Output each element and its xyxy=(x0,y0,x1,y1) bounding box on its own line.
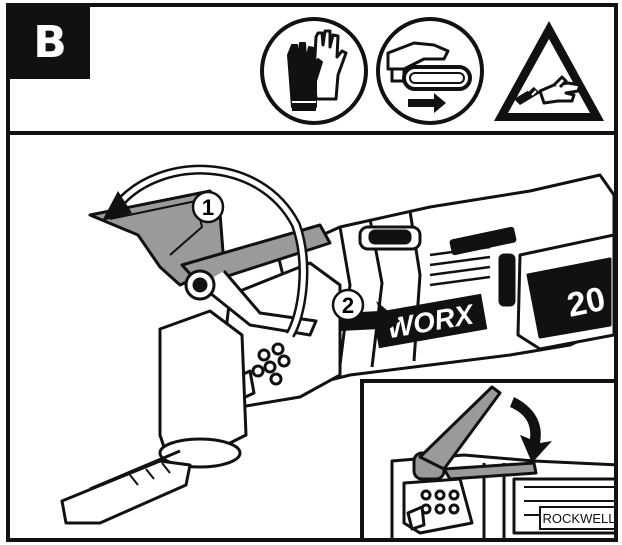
inset-brand-label: ROCKWELL xyxy=(543,511,614,526)
step-1-label: 1 xyxy=(202,195,214,220)
step-letter-badge: B xyxy=(10,7,90,79)
step-2-label: 2 xyxy=(342,293,354,318)
header-bar: B xyxy=(10,7,614,135)
main-illustration: WORX 20 xyxy=(10,135,614,538)
battery-label: 20 xyxy=(564,280,609,325)
tool-body xyxy=(276,173,614,387)
diagram-frame: B xyxy=(6,3,618,542)
gloves-icon xyxy=(258,15,370,127)
cut-hazard-warning-icon xyxy=(488,15,610,127)
inset-detail: ROCKWELL xyxy=(360,379,614,538)
blade-remove-icon xyxy=(374,15,486,127)
